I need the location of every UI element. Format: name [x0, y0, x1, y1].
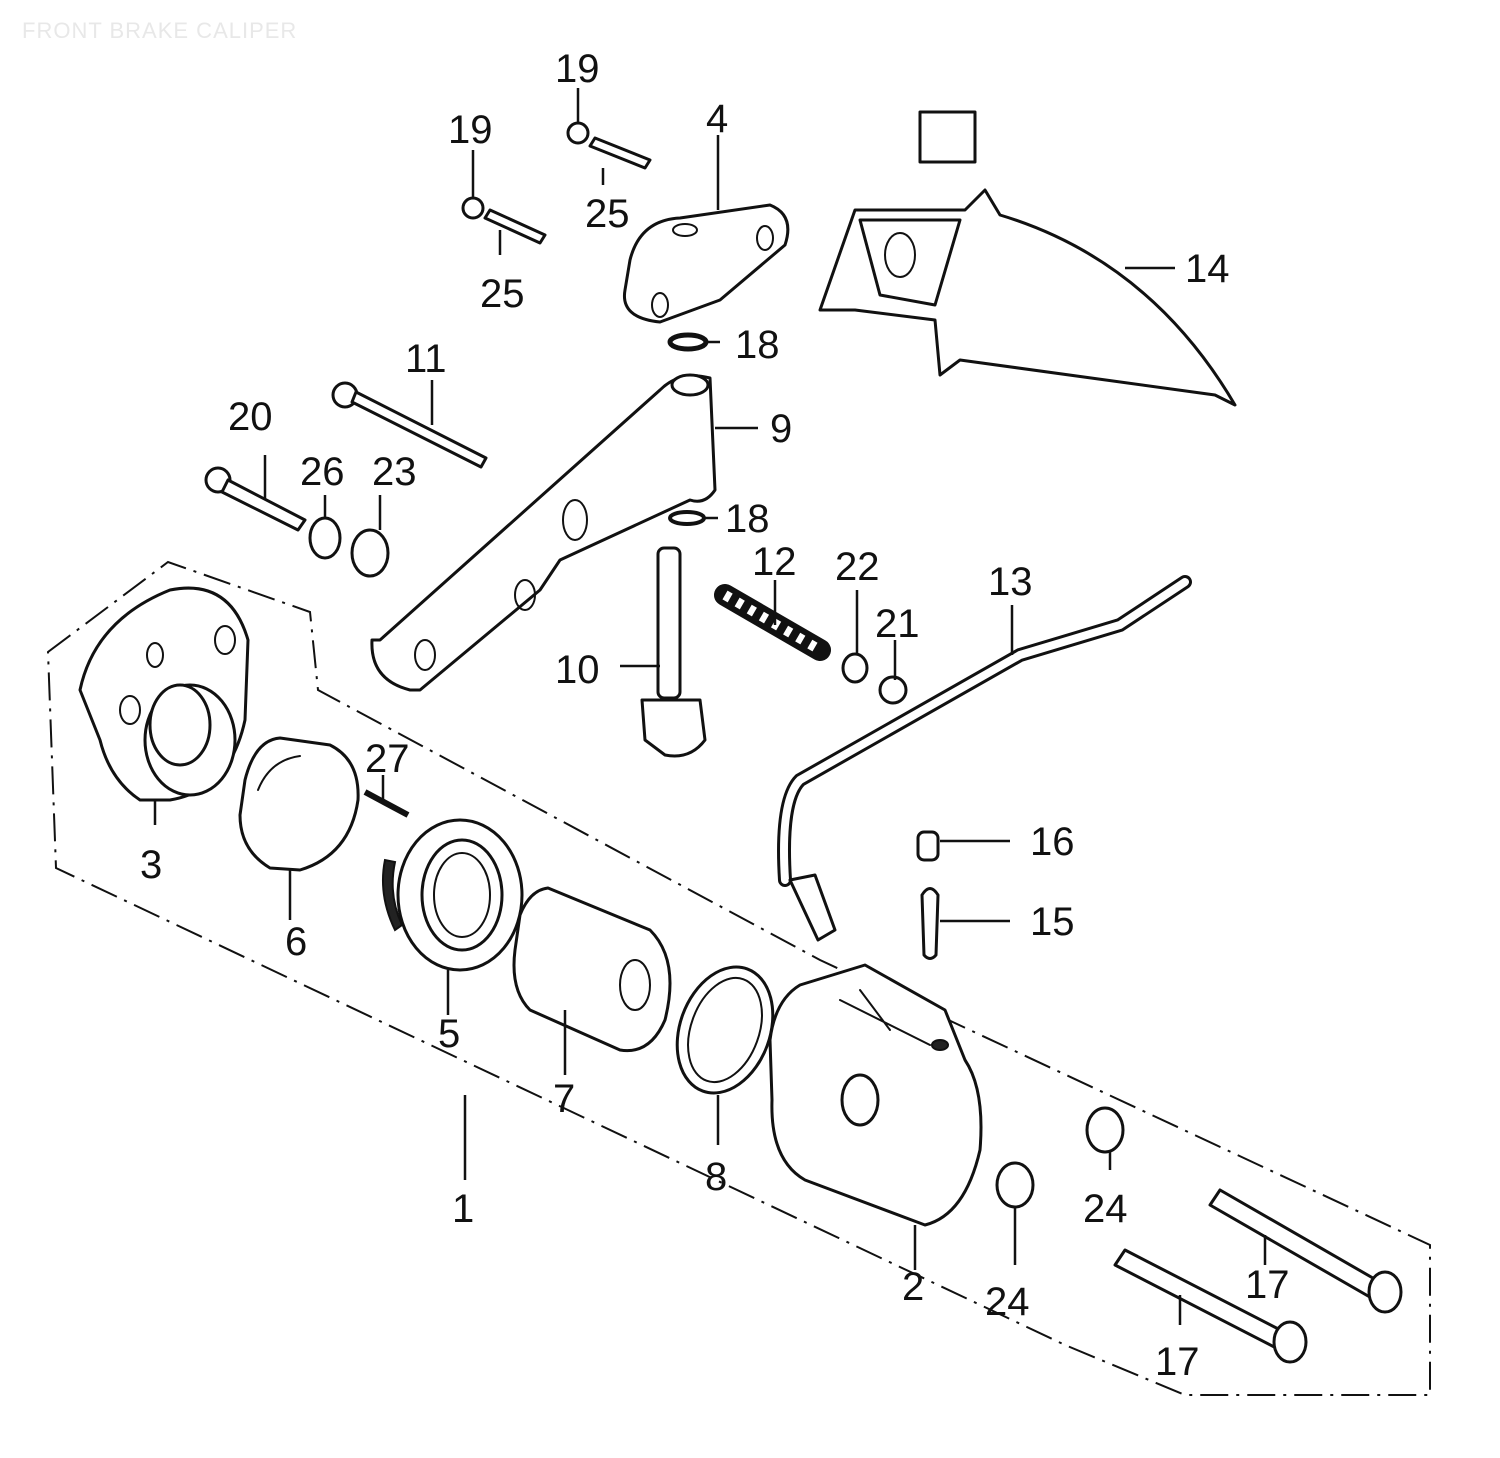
callout-14: 14: [1185, 247, 1230, 291]
callout-16: 16: [1030, 820, 1075, 864]
callout-22: 22: [835, 545, 880, 589]
callout-5: 5: [438, 1012, 460, 1056]
callout-18b: 18: [725, 497, 770, 541]
callout-4: 4: [706, 97, 728, 141]
part-24-washer-b: [1085, 1106, 1125, 1154]
part-27-pin: [363, 789, 410, 818]
assembly-boundary: [46, 560, 1431, 1396]
callout-13: 13: [988, 560, 1033, 604]
part-19-screw-a: [461, 196, 547, 245]
callout-18a: 18: [735, 323, 780, 367]
callout-7: 7: [553, 1077, 575, 1121]
part-21-cap: [878, 675, 908, 705]
part-22-nut: [841, 652, 869, 684]
callout-17a: 17: [1155, 1340, 1200, 1384]
callout-24b: 24: [1083, 1187, 1128, 1231]
part-3-pad-plate: [78, 586, 250, 802]
part-19-screw-b: [566, 121, 652, 170]
callout-26: 26: [300, 450, 345, 494]
callout-2: 2: [902, 1265, 924, 1309]
callout-25b: 25: [585, 192, 630, 236]
leader-lines: [153, 88, 1267, 1325]
part-8-dust-seal: [675, 965, 775, 1095]
part-9-caliper-bracket: [370, 373, 717, 692]
part-2-caliper-body: [768, 963, 983, 1227]
part-15-bleeder-valve: [920, 887, 940, 960]
part-6-brake-pad: [238, 736, 360, 872]
callout-10: 10: [555, 648, 600, 692]
callout-25a: 25: [480, 272, 525, 316]
callout-27: 27: [365, 737, 410, 781]
part-11-bolt: [331, 381, 488, 469]
part-24-washer-a: [995, 1161, 1035, 1209]
callout-6: 6: [285, 920, 307, 964]
part-17-bolt-b: [1208, 1188, 1403, 1314]
part-4-upper-bracket: [622, 203, 790, 324]
part-13-brake-pipe: [777, 575, 1192, 942]
callout-11: 11: [405, 337, 447, 381]
callout-12: 12: [752, 540, 797, 584]
callout-21: 21: [875, 602, 920, 646]
part-17-bolt-a: [1113, 1248, 1308, 1364]
part-5-seal: [382, 818, 524, 972]
callout-19b: 19: [555, 47, 600, 91]
callout-9: 9: [770, 407, 792, 451]
part-20-bolt: [204, 466, 307, 532]
part-10-slide-pin: [640, 546, 707, 758]
part-16-bleeder-cap: [916, 830, 940, 862]
callout-20: 20: [228, 395, 273, 439]
callout-17b: 17: [1245, 1263, 1290, 1307]
callout-15: 15: [1030, 900, 1075, 944]
callout-1: 1: [452, 1187, 474, 1231]
part-7-piston: [512, 886, 672, 1053]
callout-23: 23: [372, 450, 417, 494]
callout-8: 8: [705, 1155, 727, 1199]
diagram-title: FRONT BRAKE CALIPER: [22, 18, 298, 43]
callout-24a: 24: [985, 1280, 1030, 1324]
callout-3: 3: [140, 843, 162, 887]
part-14-caliper-cover: [818, 110, 1237, 407]
part-12-spring: [714, 584, 831, 661]
part-26-washer: [308, 516, 342, 560]
part-23-washer: [350, 528, 390, 578]
part-18-oring-a: [667, 332, 709, 352]
callout-19a: 19: [448, 108, 493, 152]
part-18-oring-b: [668, 510, 706, 526]
